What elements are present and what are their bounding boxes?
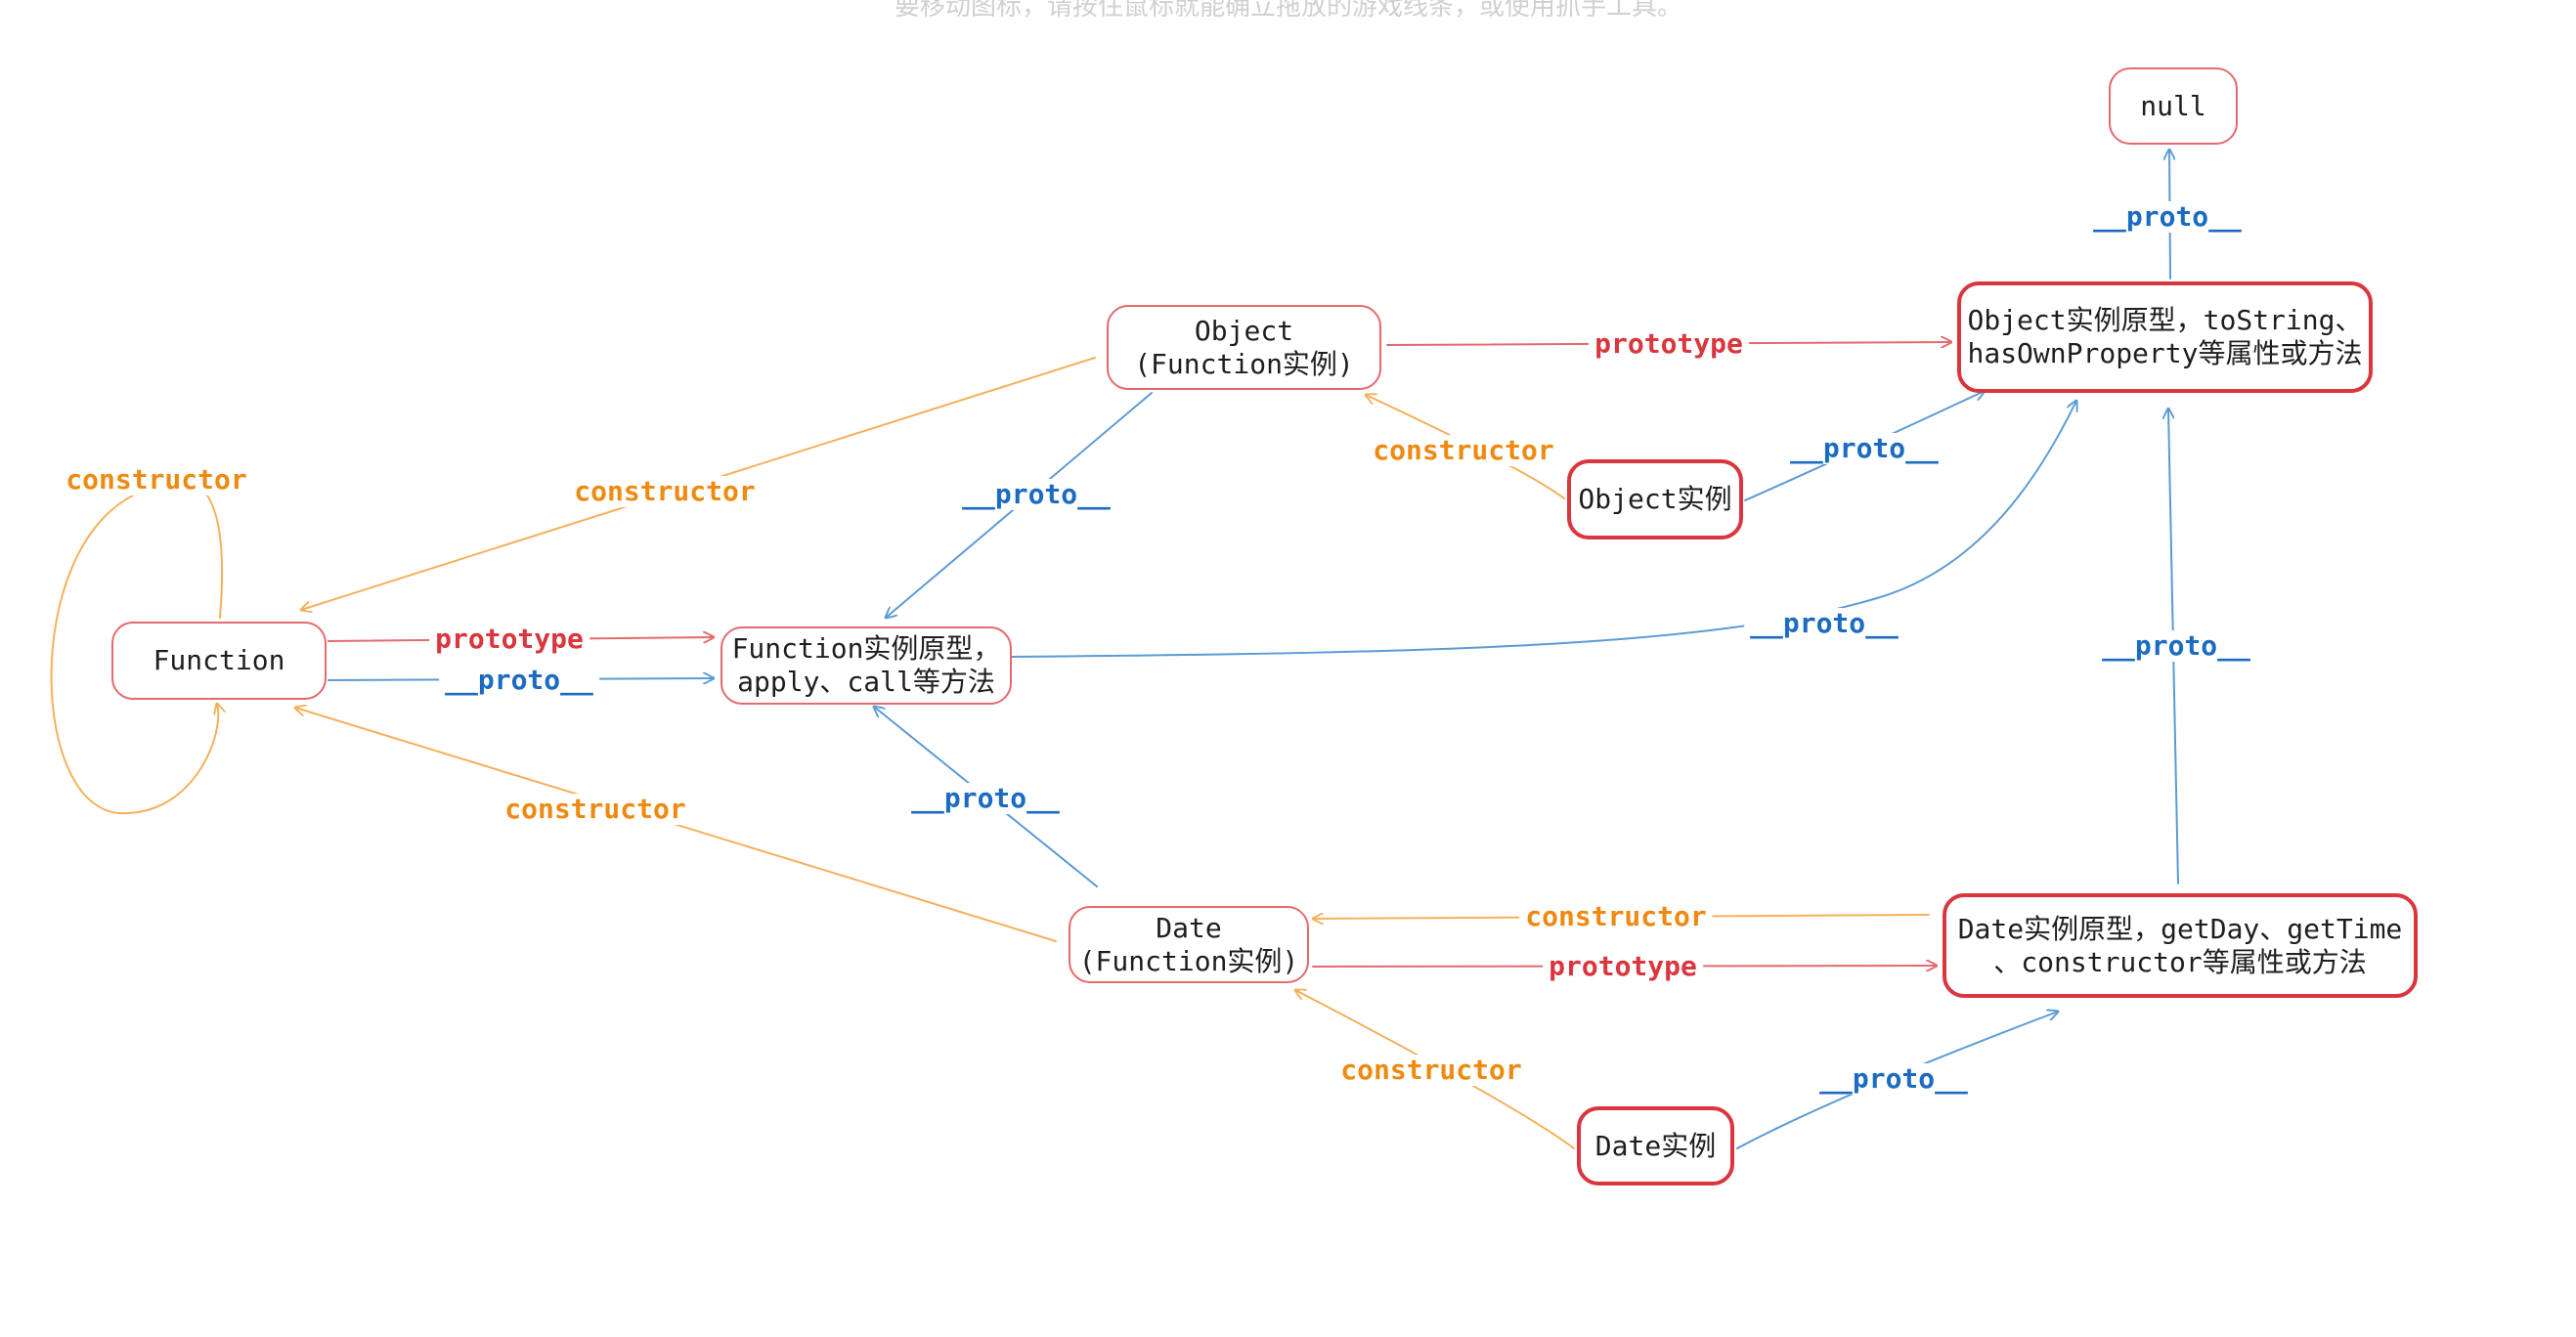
function-node-line-1: Function: [153, 644, 285, 676]
null-node-line-1: null: [2140, 89, 2206, 122]
function-node[interactable]: Function: [111, 622, 327, 700]
date-prototype-line-1: Date实例原型，getDay、getTime: [1957, 912, 2403, 945]
edge-label-object-constructor: constructor: [568, 476, 762, 507]
date-instance-line-1: Date实例: [1594, 1129, 1717, 1162]
function-prototype-line-1: Function实例原型，: [731, 632, 1001, 665]
edge-label-function-prototype-proto: __proto__: [1744, 608, 1904, 639]
edge-label-date-instance-constructor: constructor: [1334, 1055, 1528, 1086]
edge-date-instance-constructor[interactable]: [1295, 990, 1575, 1149]
object-constructor-node[interactable]: Object (Function实例): [1107, 305, 1381, 390]
date-node-line-2: (Function实例): [1078, 944, 1299, 977]
date-instance-node[interactable]: Date实例: [1577, 1106, 1734, 1186]
top-hint-text: 要移动图标，请按住鼠标就能确立拖放的游戏线条，或使用抓手工具。: [894, 0, 1683, 21]
function-prototype-node[interactable]: Function实例原型， apply、call等方法: [720, 626, 1012, 705]
edge-label-date-prototype: prototype: [1543, 951, 1703, 982]
object-node-line-1: Object: [1194, 314, 1294, 347]
edge-label-object-proto: __proto__: [956, 479, 1116, 510]
function-prototype-line-2: apply、call等方法: [737, 666, 995, 698]
object-instance-line-1: Object实例: [1578, 483, 1732, 515]
edge-label-function-proto: __proto__: [439, 665, 599, 696]
date-node-line-1: Date: [1156, 911, 1222, 944]
object-prototype-line-2: hasOwnProperty等属性或方法: [1967, 337, 2363, 369]
edge-label-date-prototype-constructor: constructor: [1519, 901, 1713, 932]
date-constructor-node[interactable]: Date (Function实例): [1069, 906, 1309, 983]
edge-label-date-proto: __proto__: [905, 783, 1066, 814]
object-node-line-2: (Function实例): [1134, 347, 1354, 380]
edge-label-null-proto: __proto__: [2087, 201, 2248, 233]
edge-label-function-self-constructor: constructor: [60, 464, 253, 496]
edge-label-object-instance-constructor: constructor: [1367, 435, 1560, 466]
edge-label-object-instance-proto: __proto__: [1784, 433, 1944, 464]
edge-label-date-instance-proto: __proto__: [1813, 1063, 1974, 1095]
edge-label-object-prototype: prototype: [1589, 328, 1749, 360]
object-instance-node[interactable]: Object实例: [1567, 459, 1743, 539]
edge-label-date-prototype-proto: __proto__: [2096, 630, 2256, 662]
date-prototype-node[interactable]: Date实例原型，getDay、getTime 、constructor等属性或…: [1943, 893, 2418, 998]
edge-label-function-prototype: prototype: [429, 624, 589, 655]
null-node[interactable]: null: [2109, 67, 2238, 145]
date-prototype-line-2: 、constructor等属性或方法: [1993, 945, 2367, 978]
object-prototype-node[interactable]: Object实例原型，toString、 hasOwnProperty等属性或方…: [1957, 281, 2373, 393]
object-prototype-line-1: Object实例原型，toString、: [1967, 304, 2363, 336]
edge-label-date-constructor: constructor: [499, 794, 692, 825]
